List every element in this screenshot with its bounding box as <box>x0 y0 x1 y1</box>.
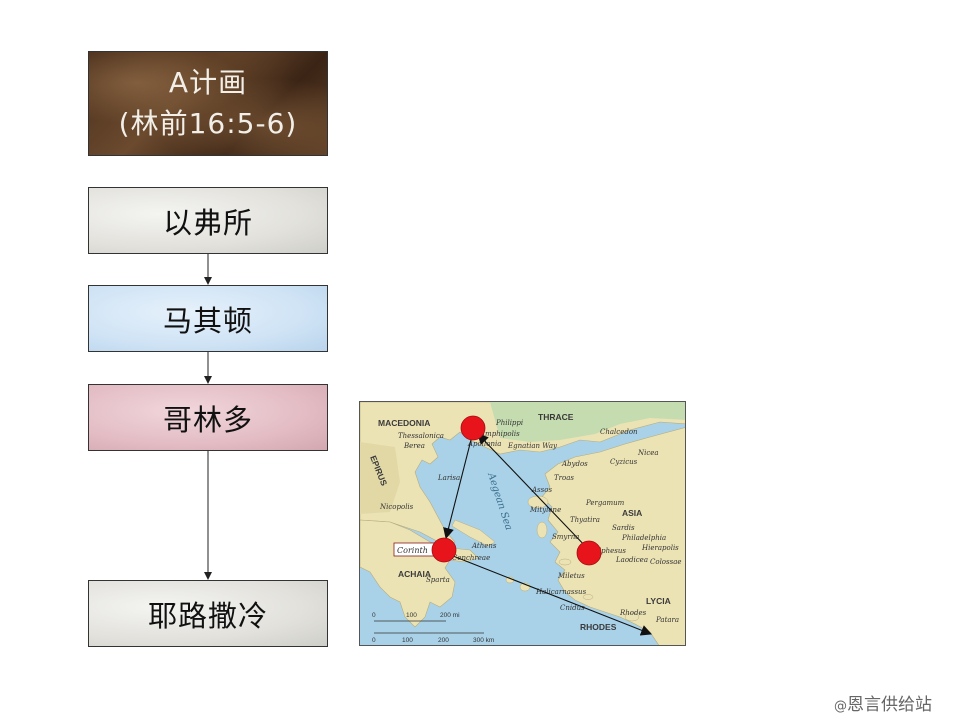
land-asia <box>541 427 685 645</box>
place-thyatira: Thyatira <box>570 516 600 524</box>
place-pergamum: Pergamum <box>585 499 625 507</box>
scale-mi-100: 100 <box>406 612 417 619</box>
land-thrace <box>490 402 685 442</box>
flow-box-macedonia: 马其顿 <box>88 285 328 352</box>
scale-km-300: 300 km <box>473 637 494 644</box>
scale-km-200: 200 <box>438 637 449 644</box>
place-chalcedon: Chalcedon <box>600 428 638 436</box>
place-colossae: Colossae <box>650 558 682 566</box>
place-nicea: Nicea <box>637 449 659 457</box>
flow-label-corinth: 哥林多 <box>162 402 253 437</box>
scripture-reference: (林前16:5-6) <box>118 106 298 140</box>
place-laodicea: Laodicea <box>615 556 648 564</box>
watermark-at: @ <box>834 699 847 714</box>
land-epirus <box>360 442 400 514</box>
place-thessalonica: Thessalonica <box>398 432 444 440</box>
place-cenchreae: Cenchreae <box>452 554 490 562</box>
scale-km-100: 100 <box>402 637 413 644</box>
flow-label-jerusalem: 耶路撒冷 <box>147 598 268 633</box>
place-philippi: Philippi <box>495 419 523 427</box>
route-macedonia-corinth <box>443 435 473 540</box>
route-ephesus-macedonia <box>477 433 590 551</box>
place-patara: Patara <box>655 616 679 624</box>
place-philadelphia: Philadelphia <box>621 534 666 542</box>
map-label-macedonia: MACEDONIA <box>378 418 430 428</box>
place-larisa: Larisa <box>437 474 460 482</box>
plan-title: A计画 <box>168 65 248 99</box>
place-assos: Assos <box>531 486 552 494</box>
place-abydos: Abydos <box>561 460 588 468</box>
island-chios <box>536 521 548 539</box>
flow-label-macedonia: 马其顿 <box>162 303 253 338</box>
marker-macedonia <box>460 415 486 441</box>
watermark-text: 恩言供给站 <box>847 695 932 715</box>
scale-km-0: 0 <box>372 637 376 644</box>
scale-bar: 0 100 200 mi 0 100 200 300 km <box>372 612 494 644</box>
flow-box-ephesus: 以弗所 <box>88 187 328 254</box>
place-sardis: Sardis <box>612 524 635 532</box>
island-cos <box>582 594 594 600</box>
place-troas: Troas <box>554 474 574 482</box>
place-ephesus: Ephesus <box>595 547 626 555</box>
scale-mi-0: 0 <box>372 612 376 619</box>
route-corinth-onward <box>447 553 653 636</box>
marker-corinth <box>431 537 457 563</box>
place-athens: Athens <box>471 542 497 550</box>
scale-mi-200: 200 mi <box>440 612 460 619</box>
place-corinth: Corinth <box>397 546 428 555</box>
map-label-asia: ASIA <box>622 508 642 518</box>
route-map: MACEDONIA THRACE EPIRUS ACHAIA ASIA LYCI… <box>359 401 686 646</box>
island-euboea <box>451 519 496 547</box>
island-rhodes <box>624 612 640 622</box>
place-hierapolis: Hierapolis <box>641 544 679 552</box>
flow-box-corinth: 哥林多 <box>88 384 328 451</box>
map-label-thrace: THRACE <box>538 412 574 422</box>
map-label-rhodes: RHODES <box>580 622 617 632</box>
place-amphipolis: Amphipolis <box>479 430 520 438</box>
place-rhodes: Rhodes <box>619 609 647 617</box>
place-berea: Berea <box>403 442 425 450</box>
place-cyzicus: Cyzicus <box>610 458 638 466</box>
map-label-lycia: LYCIA <box>646 596 671 606</box>
place-nicopolis: Nicopolis <box>379 503 414 511</box>
marker-ephesus <box>576 540 602 566</box>
watermark: @恩言供给站 <box>834 690 932 715</box>
flow-box-jerusalem: 耶路撒冷 <box>88 580 328 647</box>
place-mitylene: Mitylene <box>529 506 561 514</box>
place-egnatian-way: Egnatian Way <box>507 442 558 450</box>
island-samos <box>558 558 572 566</box>
map-label-achaia: ACHAIA <box>398 569 431 579</box>
place-halicarnassus: Halicarnassus <box>535 588 587 596</box>
place-sparta: Sparta <box>426 576 450 584</box>
place-cnidus: Cnidus <box>560 604 585 612</box>
place-smyrna: Smyrna <box>552 533 579 541</box>
flow-label-ephesus: 以弗所 <box>162 205 253 240</box>
place-miletus: Miletus <box>557 572 585 580</box>
title-box: A计画 (林前16:5-6) <box>88 51 328 156</box>
